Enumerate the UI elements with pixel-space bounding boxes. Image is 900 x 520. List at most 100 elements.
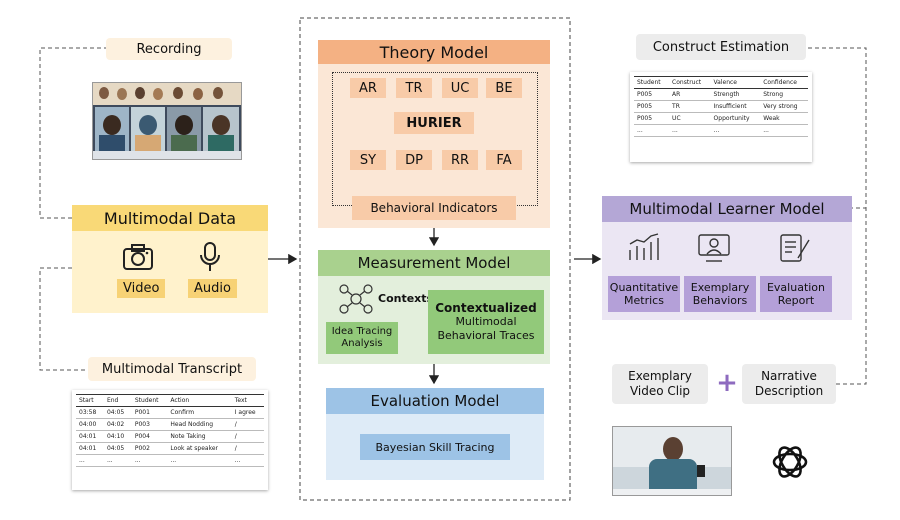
- table-row: ............: [634, 124, 808, 137]
- plus-icon: +: [716, 368, 738, 398]
- idea-network-icon: [339, 284, 373, 314]
- transcript-header-cell: Text: [231, 394, 264, 407]
- transcript-cell: 04:01: [76, 442, 104, 455]
- traces-label: Multimodal Behavioral Traces: [437, 315, 535, 342]
- construct-header-cell: Construct: [669, 76, 711, 89]
- construct-cell: UC: [669, 112, 711, 125]
- exemplary-behaviors-box: Exemplary Behaviors: [684, 276, 756, 312]
- video-label: Video: [117, 279, 166, 298]
- transcript-cell: P002: [131, 442, 168, 455]
- transcript-cell: /: [231, 442, 264, 455]
- construct-cell: P005: [634, 112, 670, 125]
- multimodal-data-title: Multimodal Data: [72, 205, 268, 231]
- transcript-cell: ...: [131, 454, 168, 467]
- theory-model-title: Theory Model: [318, 40, 550, 64]
- learner-model-title: Multimodal Learner Model: [602, 196, 852, 222]
- code-box-be: BE: [486, 78, 522, 98]
- transcript-cell: Confirm: [167, 406, 232, 419]
- transcript-cell: P003: [131, 418, 168, 431]
- measurement-model-title: Measurement Model: [318, 250, 550, 276]
- transcript-cell: I agree: [231, 406, 264, 419]
- transcript-cell: 04:02: [103, 418, 132, 431]
- transcript-cell: 04:05: [103, 406, 132, 419]
- transcript-header-cell: End: [103, 394, 132, 407]
- multimodal-data-panel: Multimodal Data Video Audio: [72, 205, 268, 313]
- code-box-tr: TR: [396, 78, 432, 98]
- report-pen-icon: [780, 234, 810, 262]
- transcript-cell: ...: [167, 454, 232, 467]
- video-screen-icon: [698, 234, 730, 262]
- transcript-cell: 04:01: [76, 430, 104, 443]
- evaluation-model-panel: Evaluation Model Bayesian Skill Tracing: [326, 388, 544, 480]
- recording-label: Recording: [106, 38, 232, 60]
- idea-tracing-box: Idea Tracing Analysis: [326, 322, 398, 354]
- construct-cell: Opportunity: [710, 112, 761, 125]
- construct-cell: AR: [669, 88, 711, 101]
- table-row: ...............: [76, 454, 264, 467]
- traces-bold-label: Contextualized: [435, 301, 537, 316]
- code-box-ar: AR: [350, 78, 386, 98]
- contexts-label: Contexts: [378, 292, 434, 305]
- code-box-sy: SY: [350, 150, 386, 170]
- code-box-fa: FA: [486, 150, 522, 170]
- bayesian-skill-tracing-box: Bayesian Skill Tracing: [360, 434, 510, 460]
- code-box-dp: DP: [396, 150, 432, 170]
- transcript-cell: P001: [131, 406, 168, 419]
- transcript-cell: 04:10: [103, 430, 132, 443]
- microphone-icon: [200, 242, 220, 271]
- recording-thumbnail: [92, 82, 242, 160]
- construct-cell: ...: [634, 124, 670, 137]
- construct-cell: Strength: [710, 88, 761, 101]
- openai-logo-icon: [772, 446, 808, 478]
- exemplary-video-thumbnail: [612, 426, 732, 496]
- transcript-header-cell: Action: [167, 394, 232, 407]
- audio-label: Audio: [188, 279, 237, 298]
- construct-cell: Very strong: [760, 100, 808, 113]
- construct-estimation-title: Construct Estimation: [636, 34, 806, 60]
- construct-cell: ...: [669, 124, 711, 137]
- transcript-header-cell: Start: [76, 394, 104, 407]
- evaluation-model-title: Evaluation Model: [326, 388, 544, 414]
- transcript-title: Multimodal Transcript: [88, 357, 256, 381]
- narrative-description-box: Narrative Description: [742, 364, 836, 404]
- transcript-header-cell: Student: [131, 394, 168, 407]
- transcript-cell: Head Nodding: [167, 418, 232, 431]
- construct-header-cell: Valence: [710, 76, 761, 89]
- transcript-cell: /: [231, 418, 264, 431]
- construct-cell: TR: [669, 100, 711, 113]
- construct-cell: P005: [634, 100, 670, 113]
- construct-cell: Strong: [760, 88, 808, 101]
- code-box-rr: RR: [442, 150, 478, 170]
- transcript-cell: 04:05: [103, 442, 132, 455]
- construct-cell: ...: [760, 124, 808, 137]
- quantitative-metrics-box: Quantitative Metrics: [608, 276, 680, 312]
- behavioral-indicators-box: Behavioral Indicators: [352, 196, 516, 220]
- construct-header-cell: Confidence: [760, 76, 808, 89]
- transcript-cell: 03:58: [76, 406, 104, 419]
- code-box-uc: UC: [442, 78, 478, 98]
- transcript-cell: /: [231, 430, 264, 443]
- construct-cell: Insufficient: [710, 100, 761, 113]
- construct-cell: Weak: [760, 112, 808, 125]
- camera-icon: [123, 244, 153, 270]
- transcript-cell: Look at speaker: [167, 442, 232, 455]
- construct-header-cell: Student: [634, 76, 670, 89]
- transcript-cell: Note Taking: [167, 430, 232, 443]
- transcript-cell: ...: [103, 454, 132, 467]
- evaluation-report-box: Evaluation Report: [760, 276, 832, 312]
- construct-cell: P005: [634, 88, 670, 101]
- transcript-cell: ...: [231, 454, 264, 467]
- hurier-box: HURIER: [394, 112, 474, 134]
- transcript-cell: ...: [76, 454, 104, 467]
- exemplary-video-clip-box: Exemplary Video Clip: [612, 364, 708, 404]
